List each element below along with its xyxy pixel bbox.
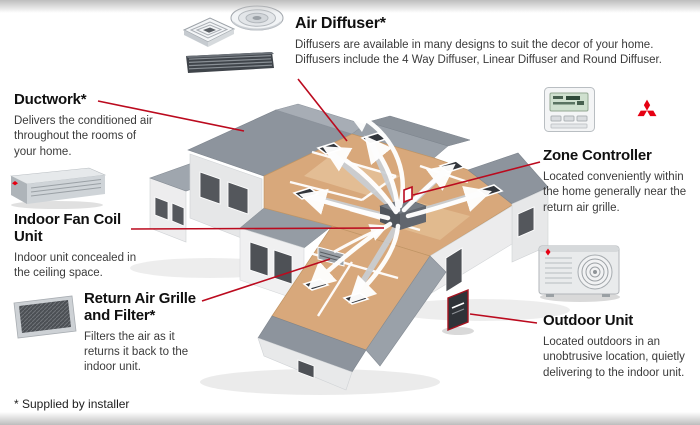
round-diffuser-image — [229, 4, 285, 41]
leader-indoor-unit — [130, 227, 385, 230]
zone-controller-title: Zone Controller — [543, 147, 652, 164]
callout-outdoor-unit: Outdoor Unit Located outdoors in an unob… — [543, 312, 693, 381]
return-air-arrow — [333, 224, 389, 254]
zone-controller-in-scene — [403, 185, 413, 204]
outdoor-unit-in-scene — [442, 288, 474, 335]
leader-zone-controller — [412, 161, 541, 196]
indoor-fan-coil-desc: Indoor unit concealed in the ceiling spa… — [14, 251, 137, 279]
air-diffuser-desc: Diffusers are available in many designs … — [295, 38, 662, 67]
callout-ductwork: Ductwork* Delivers the conditioned air t… — [14, 91, 159, 160]
return-grille-image — [12, 294, 78, 345]
air-diffuser-title: Air Diffuser* — [295, 15, 386, 32]
callout-indoor-fan-coil: Indoor Fan Coil Unit Indoor unit conceal… — [14, 211, 139, 281]
linear-diffuser-image — [184, 50, 276, 81]
zone-controller-image — [543, 86, 597, 139]
house-right-front-wall — [429, 205, 513, 295]
callout-zone-controller: Zone Controller Located conveniently wit… — [543, 147, 691, 216]
mitsubishi-logo-icon — [636, 98, 658, 123]
indoor-fan-coil-title: Indoor Fan Coil Unit — [14, 211, 121, 245]
ground-shadows — [130, 258, 570, 395]
indoor-unit-image — [5, 164, 109, 215]
four-way-diffuser-image — [181, 14, 237, 65]
zone-controller-desc: Located conveniently within the home gen… — [543, 170, 687, 214]
roof-strip-2 — [367, 115, 471, 147]
outdoor-unit-title: Outdoor Unit — [543, 312, 634, 329]
house-back-left-wing — [187, 103, 373, 247]
return-air-title: Return Air Grille and Filter* — [84, 290, 196, 324]
outdoor-unit-desc: Located outdoors in an unobtrusive locat… — [543, 335, 685, 379]
return-air-desc: Filters the air as it returns it back to… — [84, 330, 189, 374]
outdoor-unit-image — [536, 238, 624, 309]
leader-lines — [97, 78, 541, 324]
leader-ductwork — [97, 100, 245, 132]
leader-return-air — [201, 258, 331, 302]
callout-return-air: Return Air Grille and Filter* Filters th… — [84, 290, 212, 376]
leader-air-diffuser — [297, 78, 348, 142]
footnote: * Supplied by installer — [14, 397, 130, 411]
ductwork-title: Ductwork* — [14, 91, 87, 108]
callout-air-diffuser: Air Diffuser* Diffusers are available in… — [295, 15, 690, 69]
leader-outdoor-unit — [469, 313, 538, 324]
ductwork-desc: Delivers the conditioned air throughout … — [14, 114, 153, 158]
airflow-arrows — [299, 107, 492, 304]
